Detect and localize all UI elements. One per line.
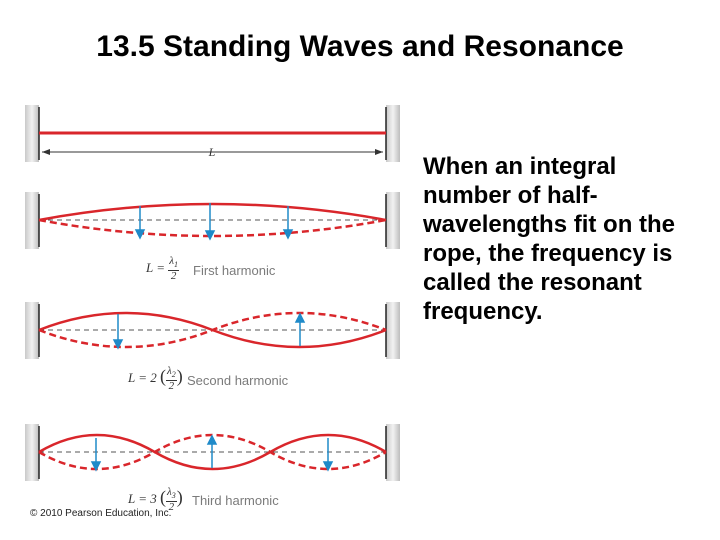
wave-dashed bbox=[38, 218, 387, 238]
third-harmonic-panel bbox=[25, 424, 400, 481]
copyright-notice: © 2010 Pearson Education, Inc. bbox=[30, 508, 172, 519]
body-text: When an integral number of half-waveleng… bbox=[423, 153, 676, 325]
second-harmonic-panel bbox=[25, 302, 400, 359]
second-harmonic-label: Second harmonic bbox=[187, 373, 289, 388]
left-wall bbox=[25, 105, 39, 162]
right-wall bbox=[386, 105, 400, 162]
third-harmonic-label: Third harmonic bbox=[192, 493, 279, 508]
first-harmonic-panel bbox=[25, 192, 400, 249]
length-label: L bbox=[208, 145, 216, 159]
slide-title: 13.5 Standing Waves and Resonance bbox=[96, 30, 624, 63]
wave-solid bbox=[38, 433, 387, 471]
rope-rest-panel: L bbox=[25, 105, 400, 162]
wave-dashed bbox=[38, 311, 387, 349]
first-harmonic-label: First harmonic bbox=[193, 263, 276, 278]
wave-solid bbox=[38, 202, 387, 222]
